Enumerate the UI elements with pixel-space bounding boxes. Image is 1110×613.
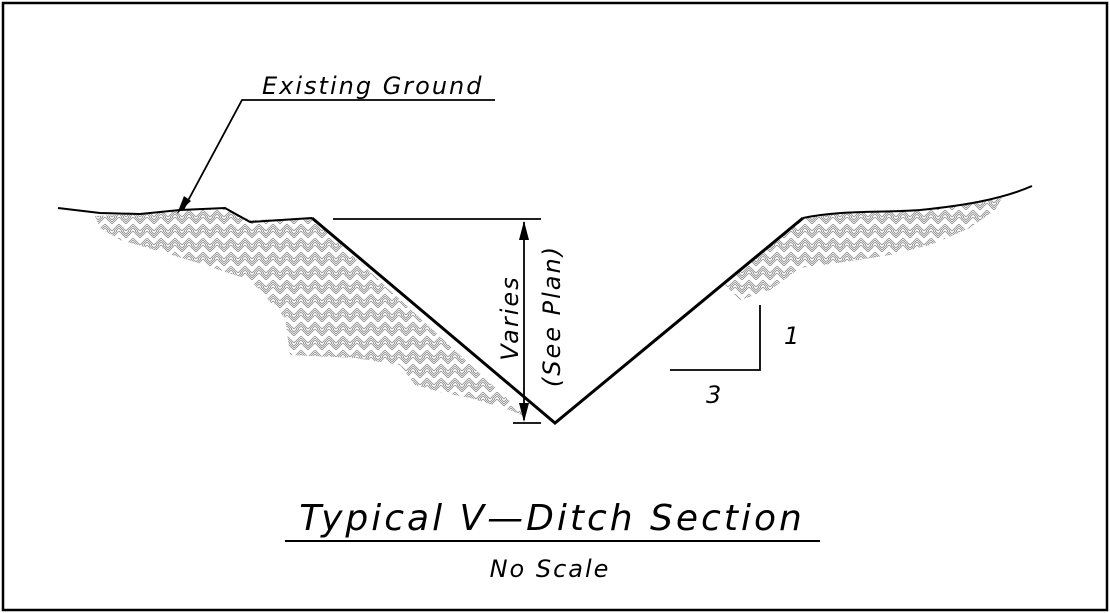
section-title: Typical V—Ditch Section <box>299 498 805 539</box>
dimension-arrow-bottom <box>519 403 529 422</box>
varies-label: Varies <box>496 275 524 360</box>
existing-ground-label: Existing Ground <box>262 72 484 100</box>
soil-hatch-right <box>725 198 1002 300</box>
see-plan-label: (See Plan) <box>538 245 566 387</box>
existing-ground-leader <box>182 99 495 211</box>
existing-ground-line-right <box>802 185 1033 219</box>
dimension-arrow-top <box>519 221 529 240</box>
existing-ground-leader-arrowhead <box>177 196 191 214</box>
slope-run-label: 3 <box>706 381 721 409</box>
soil-hatch-left <box>95 208 528 418</box>
slope-indicator <box>670 305 761 371</box>
ditch-side-slopes <box>311 216 804 425</box>
slope-rise-label: 1 <box>784 322 799 350</box>
scale-note: No Scale <box>490 555 611 583</box>
